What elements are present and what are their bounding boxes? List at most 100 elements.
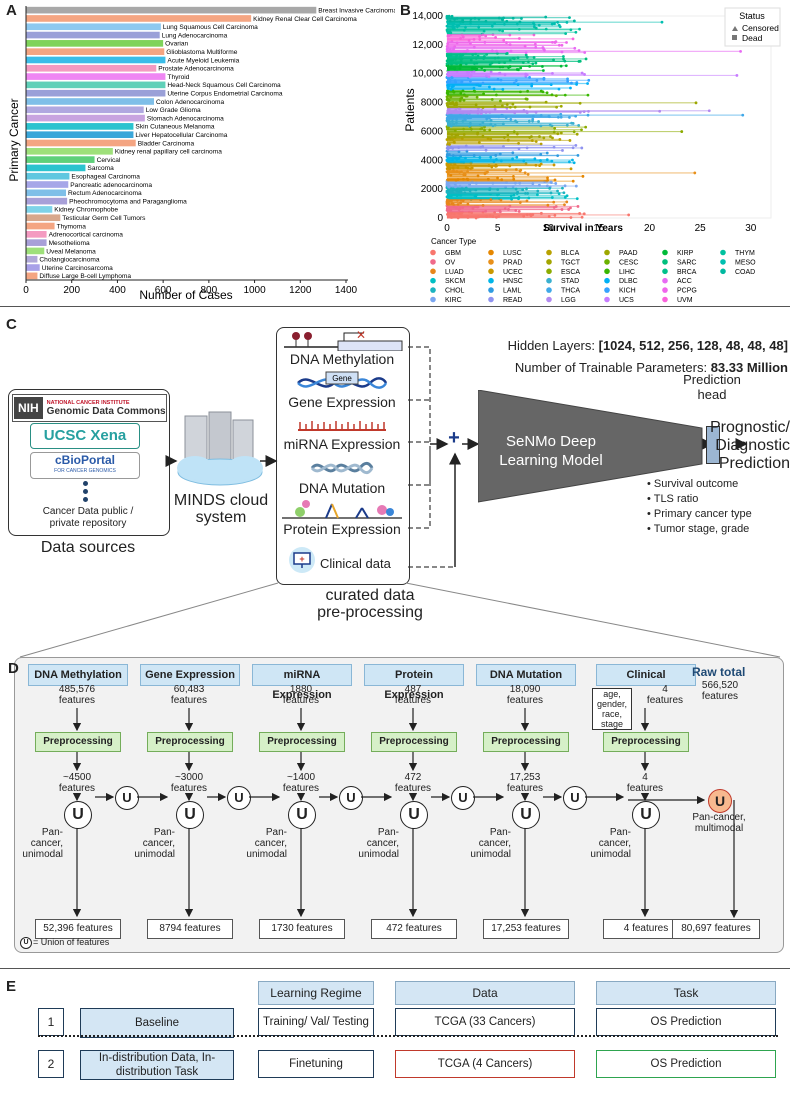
- bar: [26, 206, 53, 213]
- bar-label: Pheochromocytoma and Paraganglioma: [69, 198, 187, 205]
- svg-text:✕: ✕: [356, 329, 366, 342]
- bar: [26, 156, 95, 163]
- modality-mirna-expression: miRNA Expression: [283, 436, 401, 452]
- x-axis-label: Number of Cases: [139, 288, 232, 302]
- legend-swatch: [430, 287, 436, 293]
- legend-cancer-type: LUAD: [445, 269, 464, 276]
- nih-logo: NIH: [14, 397, 43, 419]
- legend-swatch: [488, 259, 494, 265]
- data-sources-label: Data sources: [40, 539, 136, 556]
- bar-label: Lung Adenocarcinoma: [162, 32, 228, 39]
- plus-icon: +: [448, 427, 460, 449]
- row-learning-regime: Finetuning: [258, 1050, 374, 1078]
- bar-label: Thymoma: [57, 223, 87, 230]
- bar-label: Colon Adenocarcinoma: [156, 99, 225, 106]
- bar-label: Mesothelioma: [49, 240, 90, 247]
- legend-cancer-type: MESO: [735, 259, 756, 266]
- panel-label-e: E: [6, 978, 17, 995]
- header-task: Task: [596, 981, 776, 1005]
- legend-cancer-type: THCA: [561, 288, 580, 295]
- bar-label: Thyroid: [167, 74, 189, 81]
- methylation-icon: ✕: [284, 329, 403, 351]
- bar-label: Diffuse Large B-cell Lymphoma: [39, 273, 131, 280]
- bar: [26, 222, 55, 230]
- chain-union-icon: U: [563, 786, 587, 810]
- bar-label: Esophageal Carcinoma: [71, 174, 140, 181]
- y-tick-label: 2000: [421, 184, 444, 195]
- bar-label: Cervical: [97, 157, 121, 164]
- legend-swatch: [546, 287, 552, 293]
- bar-label: Uterine Carcinosarcoma: [42, 265, 113, 272]
- bar-label: Acute Myeloid Leukemia: [167, 57, 239, 64]
- preprocessing-box: Preprocessing: [483, 732, 569, 752]
- gdc-logo: NIH NATIONAL CANCER INSTITUTE Genomic Da…: [12, 394, 167, 422]
- legend-swatch: [604, 277, 610, 284]
- bar-label: Uterine Corpus Endometrial Carcinoma: [167, 91, 282, 98]
- legend-cancer-type: THYM: [735, 250, 755, 257]
- legend-cancer-type: LGG: [561, 297, 576, 304]
- x-tick-label: 30: [745, 223, 757, 234]
- dot-icon: [83, 489, 88, 494]
- clinical-monitor-icon: +: [289, 547, 315, 573]
- prediction-outputs-list: • Survival outcome • TLS ratio • Primary…: [647, 478, 752, 535]
- bar: [26, 64, 157, 72]
- legend-cancer-type: BLCA: [561, 250, 580, 257]
- dot-icon: [83, 481, 88, 486]
- legend-cancer-type: ESCA: [561, 269, 580, 276]
- legend-swatch: [662, 249, 668, 256]
- modality-tag: Gene Expression: [140, 664, 240, 686]
- dot-icon: [83, 497, 88, 502]
- multimodal-label: Pan-cancer,multimodal: [692, 812, 746, 834]
- legend-cancer-type: CHOL: [445, 288, 465, 295]
- x-tick-label: 10: [543, 223, 555, 234]
- legend-swatch: [546, 277, 552, 284]
- bar: [26, 56, 166, 64]
- preprocessing-box: Preprocessing: [35, 732, 121, 752]
- x-tick-label: 600: [155, 285, 172, 296]
- legend-swatch: [488, 287, 494, 293]
- bar-label: Rectum Adenocarcinoma: [68, 190, 142, 197]
- chain-union-icon: U: [339, 786, 363, 810]
- modalities-box: [276, 327, 410, 585]
- union-legend-text: = Union of features: [33, 937, 110, 947]
- panel-label-a: A: [6, 2, 17, 19]
- ucsc-xena-logo: UCSC Xena: [30, 423, 140, 449]
- bar: [26, 264, 40, 271]
- bar-label: Kidney renal papillary cell carcinoma: [115, 149, 222, 156]
- y-tick-label: 12,000: [412, 40, 443, 51]
- bar: [26, 247, 45, 255]
- legend-cancer-type: PAAD: [619, 250, 638, 257]
- legend-swatch: [488, 296, 494, 303]
- legend-cancer-type: KICH: [619, 288, 636, 295]
- row-number: 1: [38, 1008, 64, 1036]
- gene-expression-icon: Gene: [297, 371, 388, 389]
- prediction-head-block: [706, 426, 720, 464]
- repository-text: Cancer Data public /private repository: [42, 506, 134, 529]
- clinical-data-label: Clinical data: [320, 556, 391, 571]
- legend-cancer-type: HNSC: [503, 278, 523, 285]
- legend-swatch: [604, 268, 610, 275]
- preprocessing-box: Preprocessing: [371, 732, 457, 752]
- final-feature-count: 8794 features: [147, 919, 233, 939]
- legend-swatch: [604, 259, 610, 265]
- raw-total-label: Raw total: [692, 665, 746, 679]
- dna-mutation-icon: [310, 461, 374, 475]
- x-tick-label: 200: [63, 285, 80, 296]
- legend-swatch: [720, 268, 726, 275]
- chain-union-icon: U: [451, 786, 475, 810]
- bar: [26, 272, 38, 280]
- bar: [26, 123, 134, 130]
- bar: [26, 23, 161, 31]
- bar: [26, 131, 134, 139]
- row-data: TCGA (4 Cancers): [395, 1050, 575, 1078]
- union-legend-icon: U: [20, 937, 32, 949]
- row-experiment-name: Baseline: [80, 1008, 234, 1038]
- legend-cancer-type: ACC: [677, 278, 692, 285]
- legend-swatch: [546, 249, 552, 256]
